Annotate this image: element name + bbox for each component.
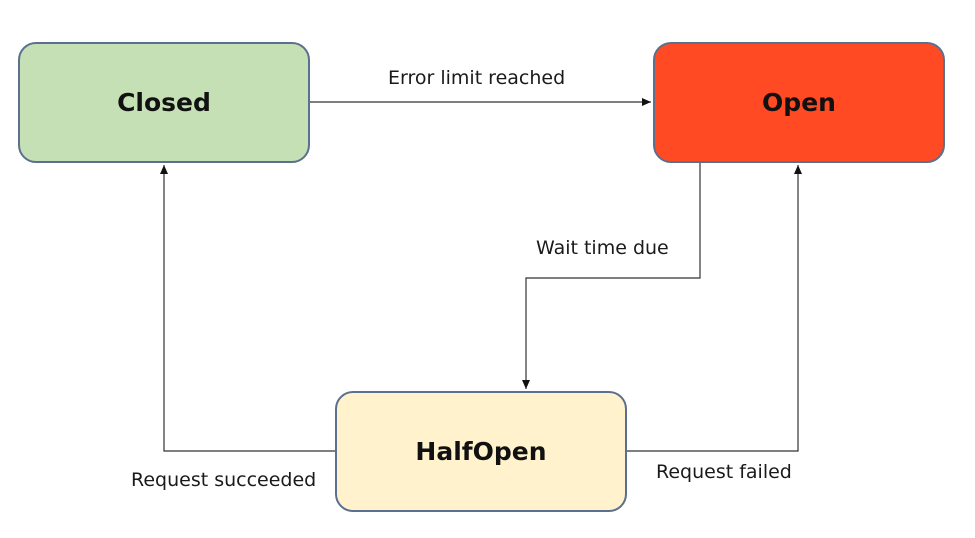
edge-wait-time: [522, 163, 701, 389]
state-open: Open: [653, 42, 945, 163]
state-open-label: Open: [762, 88, 836, 117]
state-closed: Closed: [18, 42, 310, 163]
edge-request-failed: [627, 165, 802, 452]
edge-request-succeeded: [160, 165, 335, 452]
label-request-succeeded: Request succeeded: [131, 469, 317, 491]
state-closed-label: Closed: [117, 88, 211, 117]
label-request-failed: Request failed: [656, 461, 792, 483]
label-error-limit-reached: Error limit reached: [388, 67, 566, 89]
state-halfopen: HalfOpen: [335, 391, 627, 512]
state-halfopen-label: HalfOpen: [415, 437, 547, 466]
label-wait-time-due: Wait time due: [536, 237, 669, 259]
